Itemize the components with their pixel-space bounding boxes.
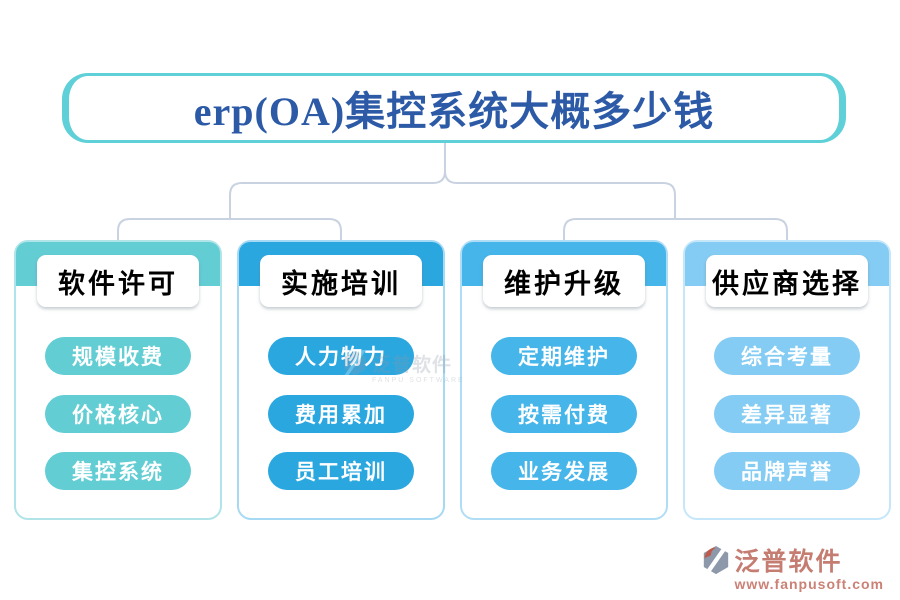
page-title: erp(OA)集控系统大概多少钱 (193, 89, 715, 134)
node-pill: 品牌声誉 (714, 452, 860, 490)
footer-brand-text: 泛普软件 (734, 549, 843, 576)
footer-url-text: www.fanpusoft.com (734, 576, 884, 592)
node-pill: 差异显著 (714, 395, 860, 433)
node-pill: 人力物力 (268, 337, 414, 375)
node-pill: 集控系统 (45, 452, 191, 490)
node-pill: 定期维护 (491, 337, 637, 375)
branch-card-vendor-selection: 供应商选择 综合考量 差异显著 品牌声誉 (683, 240, 891, 520)
root-title-card: erp(OA)集控系统大概多少钱 (62, 73, 846, 143)
branch-header: 实施培训 (260, 255, 422, 307)
node-pill: 业务发展 (491, 452, 637, 490)
branch-card-software-license: 软件许可 规模收费 价格核心 集控系统 (14, 240, 222, 520)
fanpu-hexagon-logo-icon (703, 545, 729, 575)
branch-card-maintenance-upgrade: 维护升级 定期维护 按需付费 业务发展 (460, 240, 668, 520)
footer-brand-block: 泛普软件 www.fanpusoft.com (701, 542, 884, 592)
branch-header: 供应商选择 (706, 255, 868, 307)
node-pill: 费用累加 (268, 395, 414, 433)
node-pill: 价格核心 (45, 395, 191, 433)
node-pill: 按需付费 (491, 395, 637, 433)
branch-header: 维护升级 (483, 255, 645, 307)
branch-header: 软件许可 (37, 255, 199, 307)
branch-card-implementation-training: 实施培训 人力物力 费用累加 员工培训 (237, 240, 445, 520)
node-pill: 规模收费 (45, 337, 191, 375)
node-pill: 员工培训 (268, 452, 414, 490)
node-pill: 综合考量 (714, 337, 860, 375)
